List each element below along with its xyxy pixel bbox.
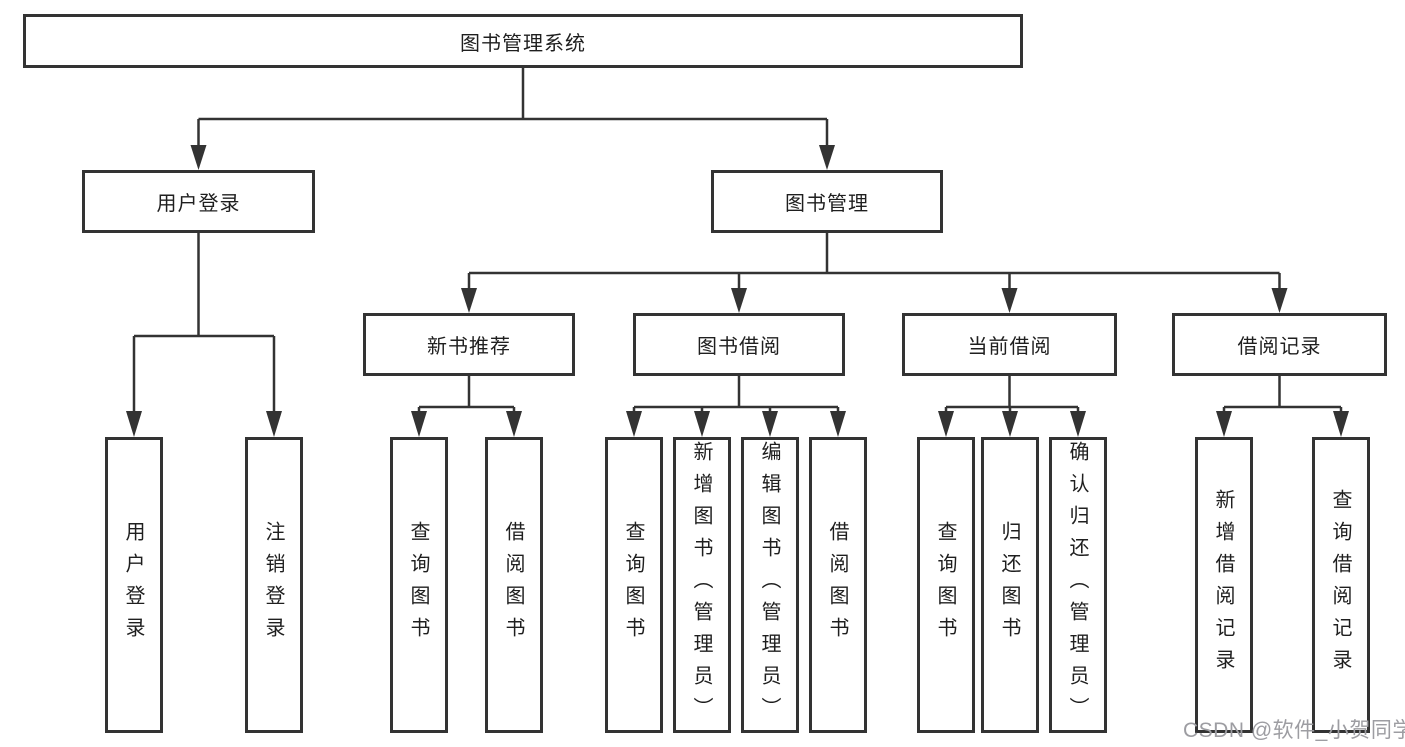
leaf-query-books-current: 查询图书 xyxy=(917,437,975,733)
connector-root-split xyxy=(197,68,829,147)
node-borrowing-records: 借阅记录 xyxy=(1172,313,1387,376)
connector-user-login-split xyxy=(132,233,276,413)
watermark-text: CSDN @软件_小贺同学 xyxy=(1183,719,1405,742)
connector-section-splits xyxy=(417,376,1343,413)
leaf-query-books-borrow: 查询图书 xyxy=(605,437,663,733)
leaf-logout: 注销登录 xyxy=(245,437,303,733)
node-root: 图书管理系统 xyxy=(23,14,1023,68)
leaf-user-login: 用户登录 xyxy=(105,437,163,733)
node-book-borrowing: 图书借阅 xyxy=(633,313,845,376)
leaf-add-borrow-record: 新增借阅记录 xyxy=(1195,437,1253,733)
node-new-book-recommend: 新书推荐 xyxy=(363,313,575,376)
node-user-login: 用户登录 xyxy=(82,170,315,233)
leaf-confirm-return-admin: 确认归还（管理员） xyxy=(1049,437,1107,733)
leaf-query-books-newbook: 查询图书 xyxy=(390,437,448,733)
leaf-edit-books-admin: 编辑图书（管理员） xyxy=(741,437,799,733)
node-book-management: 图书管理 xyxy=(711,170,943,233)
node-current-borrowing: 当前借阅 xyxy=(902,313,1117,376)
leaf-query-borrow-record: 查询借阅记录 xyxy=(1312,437,1370,733)
leaf-return-books: 归还图书 xyxy=(981,437,1039,733)
arrowheads xyxy=(126,145,1349,437)
leaf-borrow-books-borrow: 借阅图书 xyxy=(809,437,867,733)
leaf-borrow-books-newbook: 借阅图书 xyxy=(485,437,543,733)
connector-book-mgmt-split xyxy=(467,233,1281,290)
leaf-add-books-admin: 新增图书（管理员） xyxy=(673,437,731,733)
